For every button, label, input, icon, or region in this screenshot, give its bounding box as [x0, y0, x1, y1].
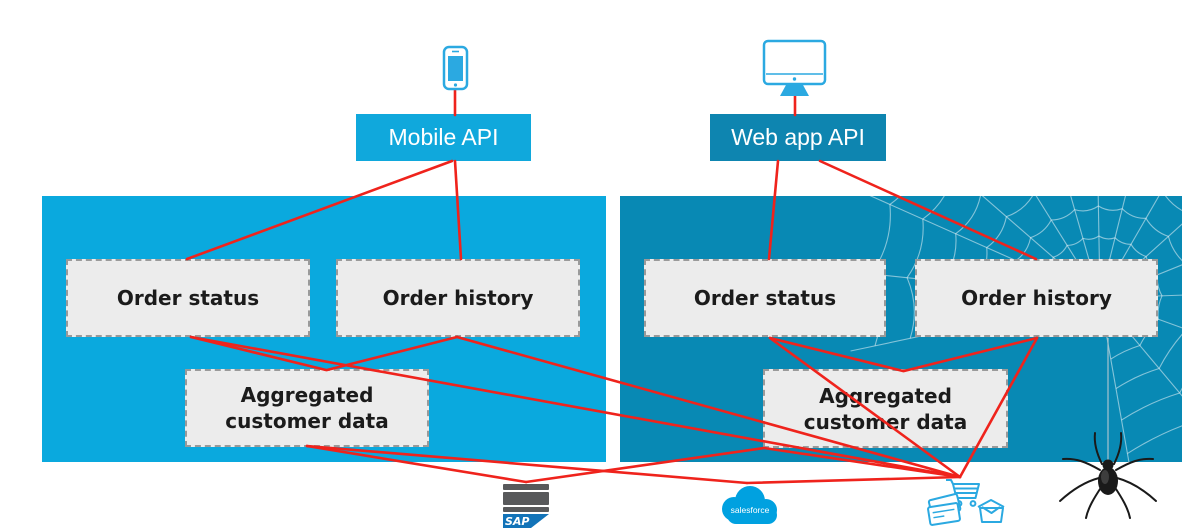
connection-left-aggregated--salesforce-cloud-icon: [305, 444, 749, 485]
left-aggregated-box: Aggregated customer data: [185, 369, 429, 447]
mobile-api-box: Mobile API: [356, 114, 531, 161]
connection-web-api--right-order-history: [818, 159, 1038, 261]
connection-left-order-status--ecommerce-junction: [189, 335, 962, 479]
connection-right-order-status--ecommerce-junction: [768, 336, 962, 479]
connection-left-order-history--ecommerce-junction: [455, 335, 962, 479]
smartphone-icon: [442, 45, 469, 91]
left-aggregated-label: Aggregated customer data: [225, 383, 389, 433]
web-api-box: Web app API: [710, 114, 886, 161]
connection-right-order-history--ecommerce-junction: [958, 336, 1039, 479]
left-order-status-box: Order status: [66, 259, 310, 337]
desktop-monitor-icon: [762, 39, 827, 96]
sap-server-icon: SAP: [503, 484, 549, 528]
connection-mobile-api--left-order-history: [453, 159, 463, 261]
left-order-status-label: Order status: [116, 286, 260, 310]
open-box-icon: [977, 499, 1005, 523]
credit-cards-icon: [927, 493, 962, 526]
salesforce-label: salesforce: [731, 505, 770, 515]
connection-left-order-status--left-aggregated: [189, 335, 328, 372]
connection-right-order-status--right-aggregated: [768, 336, 905, 373]
mobile-api-label: Mobile API: [388, 124, 499, 150]
right-order-status-box: Order status: [644, 259, 886, 337]
connection-mobile-api--left-order-status: [185, 159, 454, 261]
right-order-status-label: Order status: [693, 286, 837, 310]
sap-label: SAP: [505, 515, 530, 528]
connection-salesforce-cloud-icon--ecommerce-junction: [745, 475, 962, 485]
left-order-history-label: Order history: [382, 286, 534, 310]
connection-sap-server-icon--right-aggregated: [524, 446, 766, 484]
web-api-label: Web app API: [731, 124, 865, 150]
left-order-history-box: Order history: [336, 259, 580, 337]
connection-right-aggregated--ecommerce-junction: [762, 446, 962, 479]
right-order-history-label: Order history: [961, 286, 1112, 310]
salesforce-cloud-icon: salesforce: [722, 486, 777, 524]
right-order-history-box: Order history: [915, 259, 1158, 337]
connection-web-api--right-order-status: [767, 159, 780, 261]
connection-left-aggregated--sap-server-icon: [305, 444, 528, 484]
connection-right-order-history--right-aggregated: [902, 336, 1039, 373]
